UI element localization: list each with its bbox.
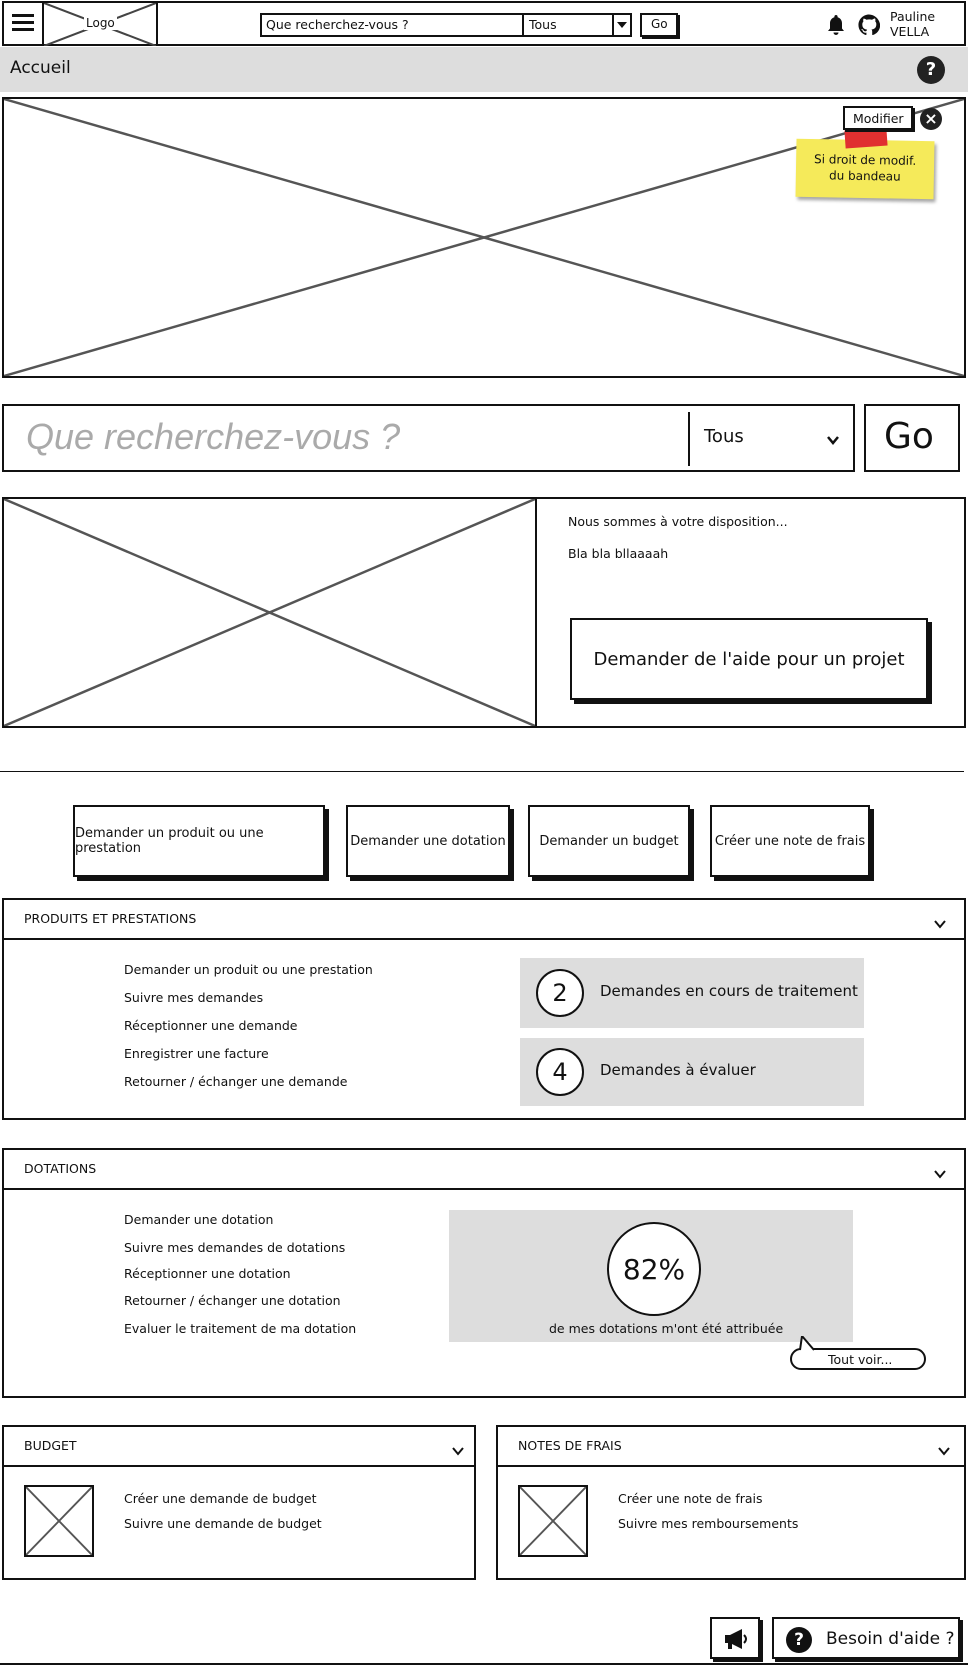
quick-action-label: Demander un budget <box>539 833 679 849</box>
section-divider <box>0 771 964 772</box>
quick-action-product[interactable]: Demander un produit ou une prestation <box>73 805 325 877</box>
produits-link[interactable]: Enregistrer une facture <box>124 1046 269 1061</box>
bubble-tail <box>799 1336 815 1351</box>
hamburger-icon[interactable] <box>12 12 34 34</box>
bell-icon[interactable] <box>824 13 848 37</box>
user-last-name[interactable]: VELLA <box>890 24 930 39</box>
megaphone-button[interactable] <box>710 1617 760 1659</box>
modify-banner-label: Modifier <box>853 111 904 126</box>
chevron-down-icon[interactable] <box>450 1443 466 1459</box>
dotations-header[interactable]: DOTATIONS <box>4 1150 964 1190</box>
produits-title: PRODUITS ET PRESTATIONS <box>24 911 197 926</box>
need-help-label: Besoin d'aide ? <box>826 1629 955 1649</box>
stat-label: Demandes en cours de traitement <box>600 982 858 1000</box>
budget-panel: BUDGET Créer une demande de budget Suivr… <box>2 1425 476 1580</box>
budget-image-placeholder <box>24 1485 94 1557</box>
produits-link[interactable]: Retourner / échanger une demande <box>124 1074 348 1089</box>
notes-panel: NOTES DE FRAIS Créer une note de frais S… <box>496 1425 966 1580</box>
percent-value: 82% <box>622 1252 686 1286</box>
need-help-button[interactable]: ? Besoin d'aide ? <box>772 1617 960 1659</box>
see-all-bubble[interactable]: Tout voir... <box>790 1348 926 1370</box>
header-search-placeholder: Que recherchez-vous ? <box>266 17 409 32</box>
user-first-name[interactable]: Pauline <box>890 9 936 24</box>
quick-action-label: Demander un produit ou une prestation <box>75 826 264 856</box>
modify-banner-button[interactable]: Modifier <box>843 106 913 130</box>
produits-link[interactable]: Réceptionner une demande <box>124 1018 298 1033</box>
notes-link[interactable]: Créer une note de frais <box>618 1491 763 1506</box>
dotations-panel: DOTATIONS Demander une dotation Suivre m… <box>2 1148 966 1398</box>
help-circle-icon[interactable]: ? <box>917 56 945 84</box>
project-help-button[interactable]: Demander de l'aide pour un projet <box>570 618 928 700</box>
stat-count-circle: 4 <box>536 1048 584 1096</box>
stat-card-to-evaluate[interactable]: 4 Demandes à évaluer <box>520 1038 864 1106</box>
see-all-label: Tout voir... <box>828 1352 893 1367</box>
close-icon[interactable]: × <box>920 108 942 130</box>
dotations-link[interactable]: Demander une dotation <box>124 1212 274 1227</box>
percent-caption: de mes dotations m'ont été attribuée <box>549 1321 784 1336</box>
big-go-label: Go <box>884 416 934 457</box>
dotations-stat-card: 82% de mes dotations m'ont été attribuée <box>449 1210 853 1342</box>
stat-count: 2 <box>552 979 568 1007</box>
stat-count: 4 <box>552 1058 568 1086</box>
stat-count-circle: 2 <box>536 969 584 1017</box>
sticky-tape <box>844 127 888 149</box>
header-go-label: Go <box>651 17 668 31</box>
produits-header[interactable]: PRODUITS ET PRESTATIONS <box>4 900 964 940</box>
chevron-down-icon[interactable] <box>932 1166 948 1182</box>
dotations-link[interactable]: Retourner / échanger une dotation <box>124 1293 341 1308</box>
help-circle-icon: ? <box>786 1627 812 1653</box>
dotations-link[interactable]: Réceptionner une dotation <box>124 1266 291 1281</box>
quick-action-expense-note[interactable]: Créer une note de frais <box>710 805 870 877</box>
big-scope-select[interactable]: Tous <box>688 412 853 466</box>
big-go-button[interactable]: Go <box>864 404 960 472</box>
budget-header[interactable]: BUDGET <box>4 1427 474 1467</box>
sticky-note: Si droit de modif. du bandeau <box>795 138 935 200</box>
intro-line-1: Nous sommes à votre disposition... <box>568 514 788 529</box>
big-search-placeholder: Que recherchez-vous ? <box>26 416 401 457</box>
intro-image-placeholder <box>2 497 537 728</box>
percent-circle: 82% <box>607 1222 701 1316</box>
quick-action-budget[interactable]: Demander un budget <box>528 805 690 877</box>
budget-link[interactable]: Créer une demande de budget <box>124 1491 317 1506</box>
dropdown-arrow-icon <box>612 15 630 35</box>
logo[interactable]: Logo <box>42 3 158 46</box>
page-title: Accueil <box>10 58 71 78</box>
top-header: Logo Que recherchez-vous ? Tous Go Pauli… <box>2 1 966 46</box>
chevron-down-icon[interactable] <box>936 1443 952 1459</box>
budget-title: BUDGET <box>24 1438 77 1453</box>
stat-card-in-progress[interactable]: 2 Demandes en cours de traitement <box>520 958 864 1028</box>
megaphone-icon <box>725 1629 747 1649</box>
budget-link[interactable]: Suivre une demande de budget <box>124 1516 322 1531</box>
intro-line-2: Bla bla bllaaaah <box>568 546 669 561</box>
header-go-button[interactable]: Go <box>640 13 678 37</box>
logo-label: Logo <box>84 16 117 30</box>
dotations-link[interactable]: Evaluer le traitement de ma dotation <box>124 1321 357 1336</box>
project-help-label: Demander de l'aide pour un projet <box>593 648 905 670</box>
header-search-input[interactable]: Que recherchez-vous ? <box>260 13 524 37</box>
quick-action-label: Créer une note de frais <box>714 833 866 849</box>
header-scope-select[interactable]: Tous <box>522 13 632 37</box>
quick-action-label: Demander une dotation <box>350 833 506 849</box>
sticky-note-text: Si droit de modif. du bandeau <box>813 152 917 184</box>
big-search-input[interactable]: Que recherchez-vous ? <box>2 404 855 472</box>
dotations-link[interactable]: Suivre mes demandes de dotations <box>124 1240 346 1255</box>
github-icon[interactable] <box>858 14 881 36</box>
notes-title: NOTES DE FRAIS <box>518 1438 622 1453</box>
stat-label: Demandes à évaluer <box>600 1061 756 1079</box>
dotations-title: DOTATIONS <box>24 1161 97 1176</box>
notes-image-placeholder <box>518 1485 588 1557</box>
produits-link[interactable]: Suivre mes demandes <box>124 990 264 1005</box>
big-scope-value: Tous <box>704 426 744 447</box>
chevron-down-icon[interactable] <box>932 916 948 932</box>
quick-action-dotation[interactable]: Demander une dotation <box>346 805 510 877</box>
produits-panel: PRODUITS ET PRESTATIONS Demander un prod… <box>2 898 966 1120</box>
produits-link[interactable]: Demander un produit ou une prestation <box>124 962 373 977</box>
notes-header[interactable]: NOTES DE FRAIS <box>498 1427 964 1467</box>
title-bar: Accueil ? <box>0 47 968 92</box>
bottom-divider <box>0 1663 968 1665</box>
notes-link[interactable]: Suivre mes remboursements <box>618 1516 799 1531</box>
chevron-down-icon <box>826 432 840 446</box>
header-scope-value: Tous <box>529 17 557 32</box>
